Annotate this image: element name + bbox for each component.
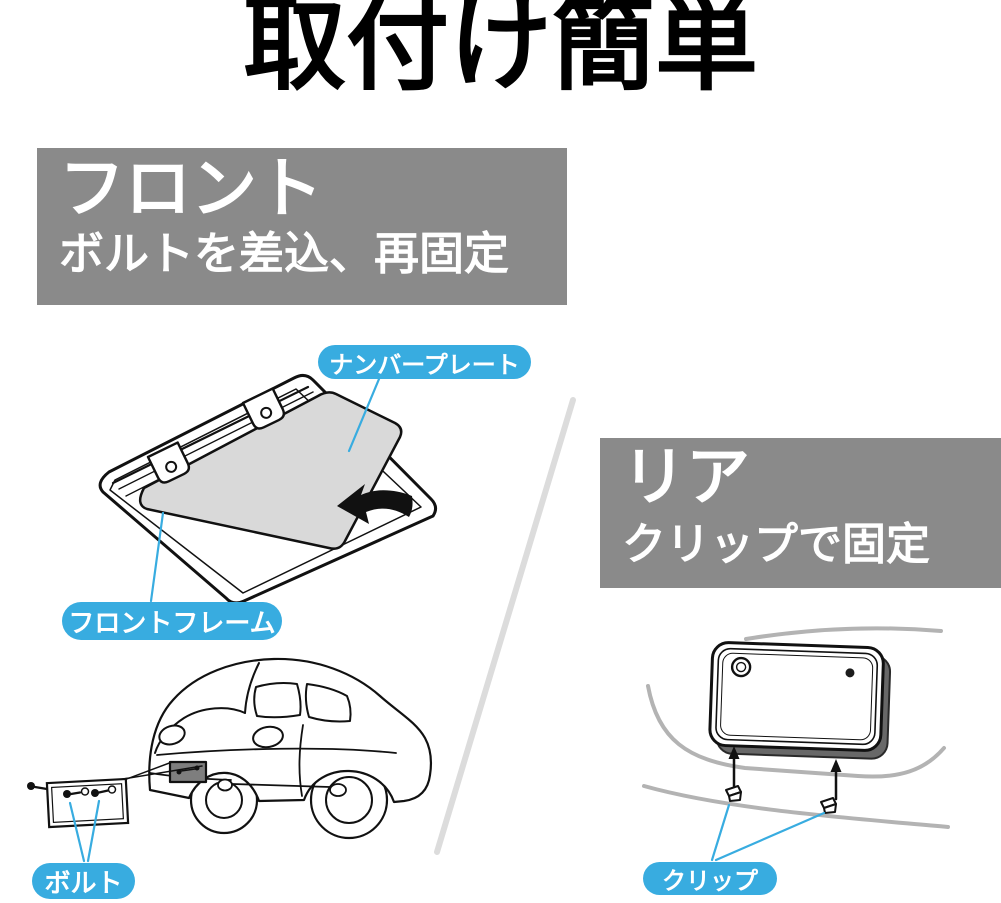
page-title: 取付け簡単 — [243, 0, 758, 102]
car-illustration — [148, 657, 433, 840]
rear-body-line-bottom — [642, 784, 950, 829]
bolt-icon — [63, 790, 71, 798]
headlight — [158, 724, 186, 746]
frame-tab-right — [241, 387, 286, 430]
rear-diagram — [642, 626, 950, 862]
bolt-plate-drawing — [27, 761, 203, 863]
front-heading: フロント — [59, 151, 323, 225]
section-divider — [434, 397, 576, 855]
front-subheading: ボルトを差込、再固定 — [59, 228, 510, 280]
leader-clip-right — [714, 811, 826, 862]
rear-frame — [708, 641, 892, 760]
leader-clip-left — [710, 803, 731, 862]
car-body — [148, 657, 433, 804]
front-plate — [45, 777, 130, 829]
front-section-banner: フロント ボルトを差込、再固定 — [37, 148, 567, 305]
rear-section-banner: リア クリップで固定 — [600, 438, 1001, 588]
bolt-icon — [91, 789, 99, 797]
frame-tab-left — [146, 441, 191, 484]
frame-bolt-hole — [730, 656, 752, 678]
rear-subheading: クリップで固定 — [622, 520, 930, 570]
frame-pin — [845, 668, 855, 678]
callout-number-plate: ナンバープレート — [318, 345, 531, 379]
leader-bolt-right — [86, 799, 101, 863]
clip-up-arrow-left-icon — [728, 746, 740, 759]
rear-body-line-mid — [646, 684, 946, 779]
leader-bolt-left — [68, 801, 86, 863]
rear-heading: リア — [622, 441, 750, 513]
plate-mount-area — [168, 760, 208, 784]
side-window-front — [253, 682, 302, 719]
front-frame-drawing — [98, 373, 438, 605]
callout-clip: クリップ — [643, 862, 777, 895]
clip-right — [820, 797, 837, 814]
bolt-icon — [27, 782, 35, 790]
clip-left — [725, 785, 742, 802]
leader-frontframe — [149, 511, 165, 603]
quarter-window — [252, 725, 284, 749]
clip-up-arrow-right-icon — [830, 759, 842, 772]
leader-numberplate — [347, 377, 381, 453]
side-window-rear — [304, 683, 352, 723]
callout-bolt: ボルト — [32, 863, 135, 899]
number-plate-shape — [138, 391, 403, 550]
callout-front-frame: フロントフレーム — [62, 602, 282, 640]
rear-body-line-top — [744, 626, 943, 641]
insert-direction-arrow-icon — [337, 484, 413, 524]
